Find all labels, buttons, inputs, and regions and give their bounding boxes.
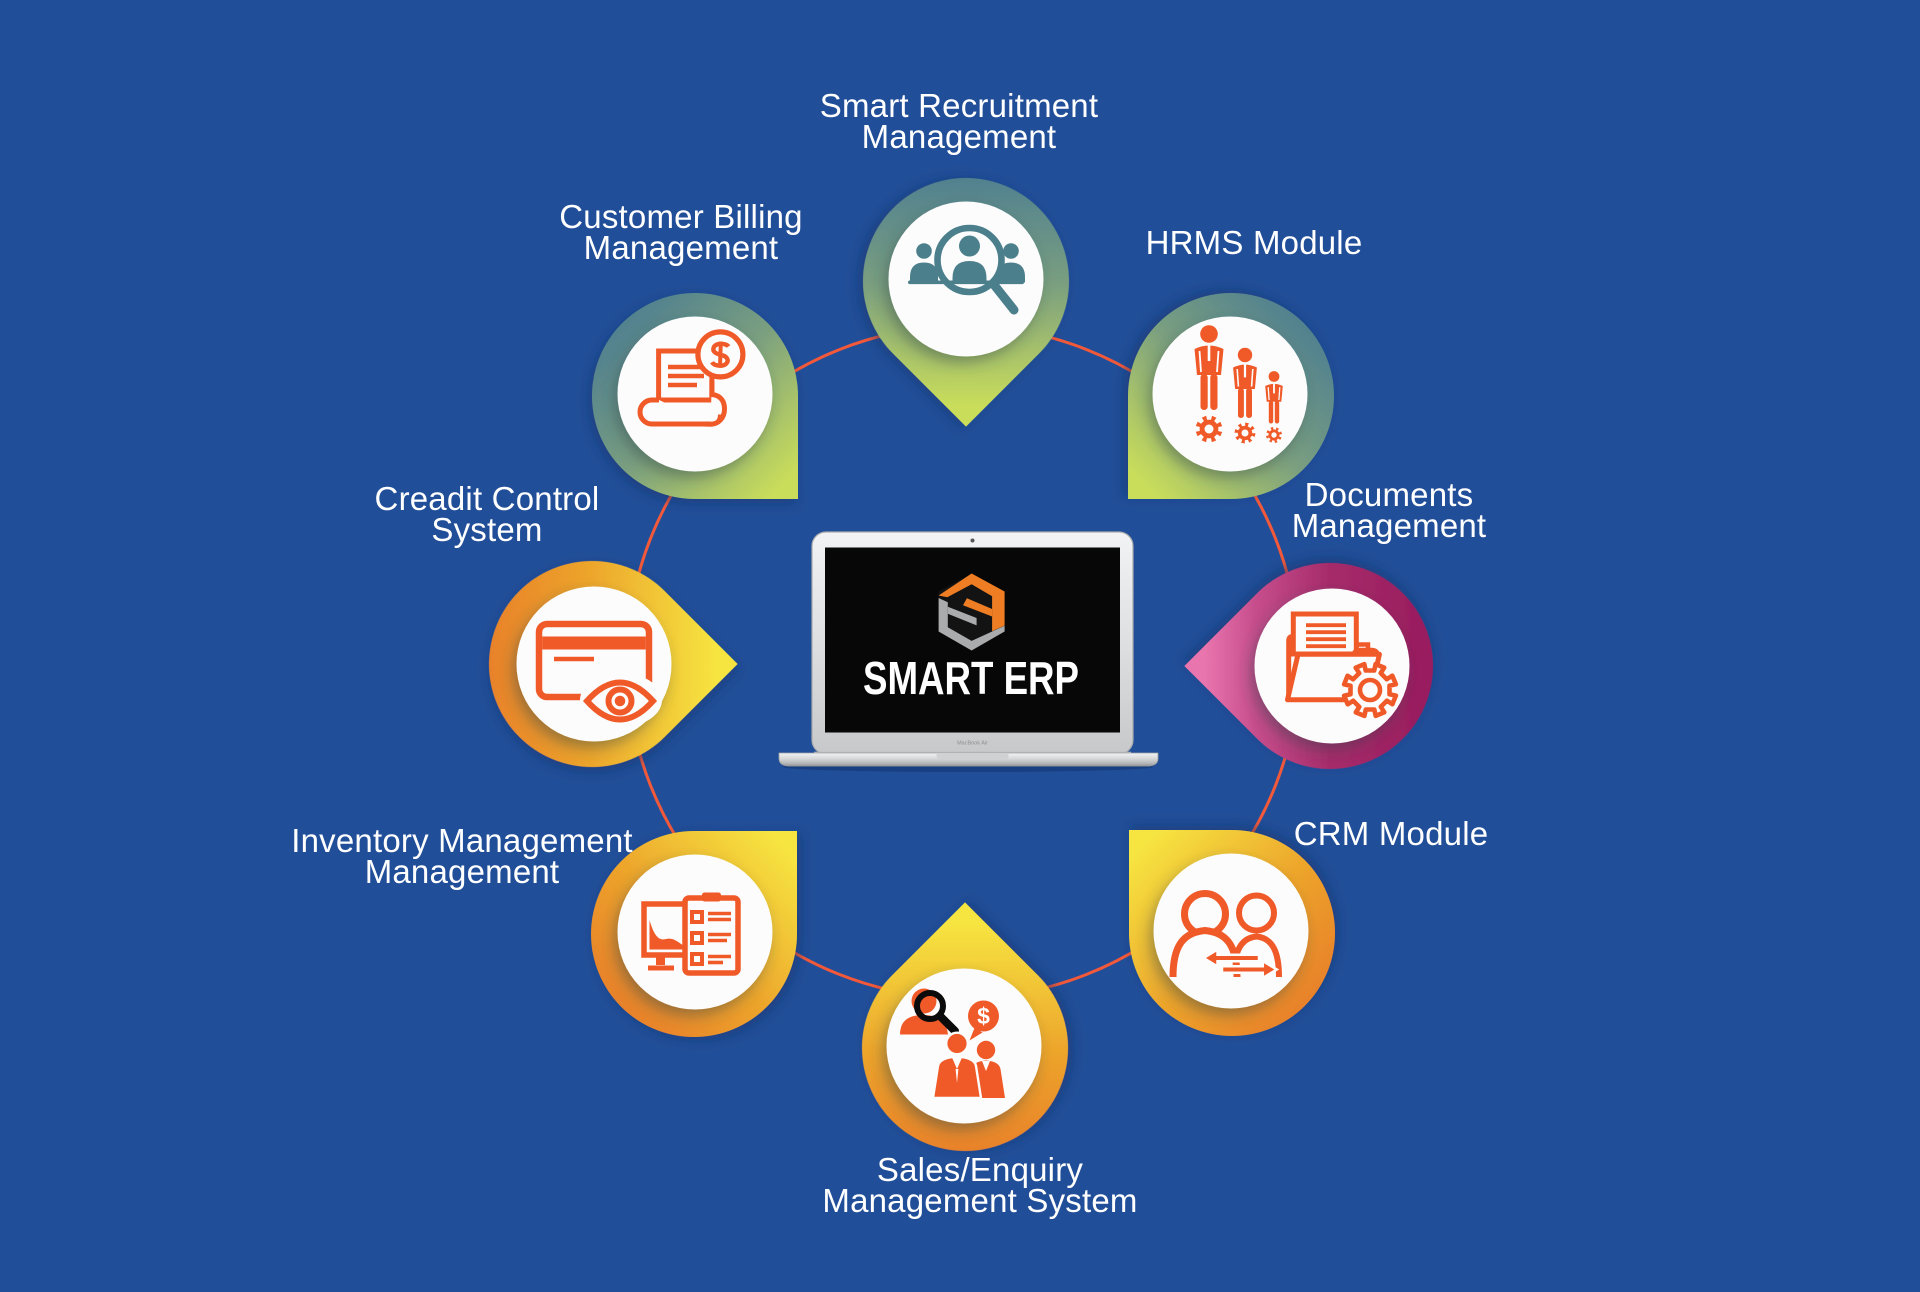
svg-text:$: $ [977, 1003, 990, 1029]
svg-text:SMART ERP: SMART ERP [863, 652, 1079, 704]
svg-text:MacBook Air: MacBook Air [957, 741, 988, 747]
